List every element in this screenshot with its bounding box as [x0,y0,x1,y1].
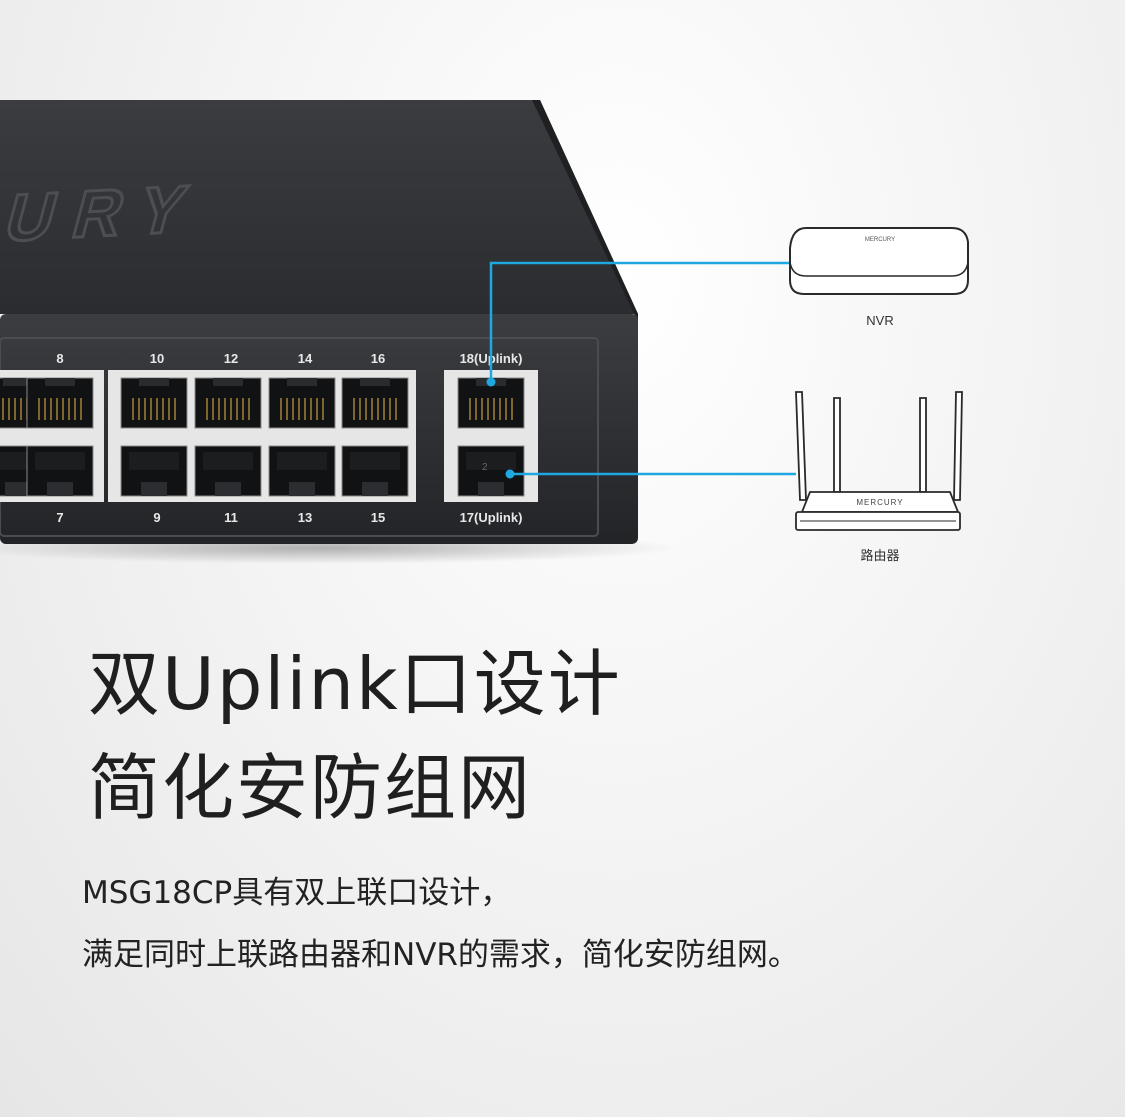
port-label-16: 16 [371,351,385,366]
description-line-2: 满足同时上联路由器和NVR的需求，简化安防组网。 [82,937,799,973]
link-dot-17 [505,469,515,479]
rj45-port-top [341,377,409,429]
description-line-1: MSG18CP具有双上联口设计， [82,875,512,911]
uplink-port-number: 2 [482,462,488,473]
rj45-port-top [268,377,336,429]
switch-side-edge [532,100,638,322]
port-label-14: 14 [298,351,313,366]
port-label-11: 11 [224,510,238,525]
rj45-port-bottom [194,445,262,497]
port-label-12: 12 [224,351,238,366]
rj45-port-top [26,377,94,429]
router-brand-mark: MERCURY [856,498,903,507]
port-label-17-uplink: 17(Uplink) [460,510,523,525]
rj45-port-top [120,377,188,429]
headline-line-2: 简化安防组网 [88,746,533,830]
router-device: MERCURY [795,391,963,531]
switch-logo: URY [0,171,214,256]
port-label-7: 7 [56,510,63,525]
rj45-port-bottom [341,445,409,497]
rj45-port-bottom [457,445,525,497]
router-label: 路由器 [860,548,899,563]
port-label-8: 8 [56,351,63,366]
link-lines [489,261,796,476]
port-label-10: 10 [150,351,164,366]
port-label-9: 9 [153,510,160,525]
rj45-port-top [194,377,262,429]
link-dot-18 [486,377,496,387]
port-label-13: 13 [298,510,312,525]
rj45-port-bottom [26,445,94,497]
nvr-device: MERCURY [789,227,969,295]
port-label-15: 15 [371,510,385,525]
rj45-port-bottom [120,445,188,497]
switch-top-surface [0,100,638,314]
nvr-label: NVR [866,313,893,328]
nvr-brand-mark: MERCURY [865,237,895,243]
link-line-nvr [489,261,790,382]
headline-line-1: 双Uplink口设计 [88,642,622,726]
rj45-port-bottom [268,445,336,497]
product-illustration: URY 2 8 10 12 14 16 18(Uplink) 7 9 11 13… [0,100,969,564]
